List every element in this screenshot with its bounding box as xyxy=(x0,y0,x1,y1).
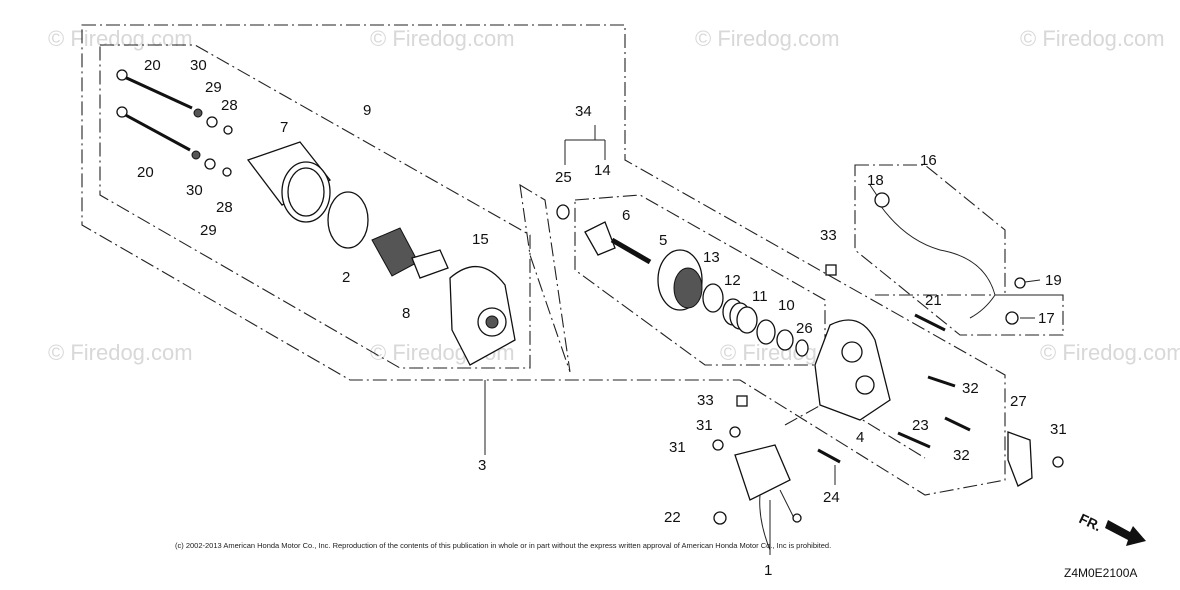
callout-34: 34 xyxy=(575,103,592,120)
cable-clip xyxy=(1007,431,1033,487)
collar xyxy=(825,264,837,276)
callout-23: 23 xyxy=(912,417,929,434)
stopper xyxy=(756,319,776,345)
callout-21: 21 xyxy=(925,292,942,309)
starter-cable xyxy=(874,192,1019,325)
callout-33: 33 xyxy=(820,227,837,244)
nut xyxy=(712,439,724,451)
callout-19: 19 xyxy=(1045,272,1062,289)
callout-15: 15 xyxy=(472,231,489,248)
callout-16: 16 xyxy=(920,152,937,169)
gear-subassembly-outline xyxy=(519,183,571,373)
callout-10: 10 xyxy=(778,297,795,314)
callout-32: 32 xyxy=(962,380,979,397)
diagram-code: Z4M0E2100A xyxy=(1064,566,1137,580)
callout-6: 6 xyxy=(622,207,630,224)
collar xyxy=(736,395,748,407)
callout-33: 33 xyxy=(697,392,714,409)
callout-12: 12 xyxy=(724,272,741,289)
watermark: © Firedog.com xyxy=(695,26,840,51)
retainer-ring xyxy=(702,283,724,313)
thrust-washer xyxy=(556,204,570,220)
callout-7: 7 xyxy=(280,119,288,136)
callouts: 20 30 29 28 7 9 20 30 28 29 2 8 15 3 34 … xyxy=(137,57,1067,579)
bolt xyxy=(914,313,946,332)
callout-14: 14 xyxy=(594,162,611,179)
direction-arrow-icon xyxy=(1105,520,1146,546)
watermark: © Firedog.com xyxy=(48,340,193,365)
watermark: © Firedog.com xyxy=(48,26,193,51)
starter-housing xyxy=(814,319,891,421)
circlip xyxy=(795,339,809,357)
callout-31: 31 xyxy=(696,417,713,434)
callout-22: 22 xyxy=(664,509,681,526)
bolt xyxy=(817,448,841,464)
front-direction-indicator: FR. xyxy=(1077,510,1146,546)
callout-30: 30 xyxy=(190,57,207,74)
starter-solenoid xyxy=(734,444,802,551)
watermark: © Firedog.com xyxy=(1040,340,1180,365)
callout-8: 8 xyxy=(402,305,410,322)
watermark: © Firedog.com xyxy=(1020,26,1165,51)
armature xyxy=(371,227,449,279)
callout-31: 31 xyxy=(1050,421,1067,438)
washer xyxy=(776,329,794,351)
starter-clutch xyxy=(657,249,703,311)
callout-30: 30 xyxy=(186,182,203,199)
parts xyxy=(116,69,1064,551)
callout-18: 18 xyxy=(867,172,884,189)
end-cover xyxy=(449,265,516,366)
callout-26: 26 xyxy=(796,320,813,337)
callout-28: 28 xyxy=(216,199,233,216)
callout-5: 5 xyxy=(659,232,667,249)
pinion-shaft xyxy=(584,221,652,265)
callout-4: 4 xyxy=(856,429,864,446)
direction-label: FR. xyxy=(1077,510,1104,534)
cable-subassembly-outline xyxy=(854,164,1064,336)
starter-yoke xyxy=(246,141,331,223)
callout-29: 29 xyxy=(205,79,222,96)
leader-lines xyxy=(484,125,1041,555)
callout-9: 9 xyxy=(363,102,371,119)
callout-28: 28 xyxy=(221,97,238,114)
callout-1: 1 xyxy=(764,562,772,579)
callout-13: 13 xyxy=(703,249,720,266)
callout-17: 17 xyxy=(1038,310,1055,327)
callout-29: 29 xyxy=(200,222,217,239)
bolt xyxy=(944,416,971,432)
callout-32: 32 xyxy=(953,447,970,464)
bolt xyxy=(927,375,956,388)
starter-assembly-outline xyxy=(81,24,1006,496)
callout-20: 20 xyxy=(144,57,161,74)
callout-27: 27 xyxy=(1010,393,1027,410)
o-ring xyxy=(327,191,369,249)
washer-set xyxy=(191,108,233,177)
callout-20: 20 xyxy=(137,164,154,181)
callout-25: 25 xyxy=(555,169,572,186)
nut xyxy=(1052,456,1064,468)
callout-24: 24 xyxy=(823,489,840,506)
motor-subassembly-outline xyxy=(99,44,531,369)
nut xyxy=(729,426,741,438)
copyright-notice: (c) 2002-2013 American Honda Motor Co., … xyxy=(175,541,831,550)
bolt xyxy=(897,431,931,449)
callout-3: 3 xyxy=(478,457,486,474)
terminal-nut xyxy=(1014,277,1026,289)
spring xyxy=(722,298,758,334)
nut xyxy=(713,511,727,525)
callout-2: 2 xyxy=(342,269,350,286)
watermark: © Firedog.com xyxy=(370,26,515,51)
through-bolt xyxy=(116,69,193,152)
callout-31: 31 xyxy=(669,439,686,456)
callout-11: 11 xyxy=(752,288,768,305)
